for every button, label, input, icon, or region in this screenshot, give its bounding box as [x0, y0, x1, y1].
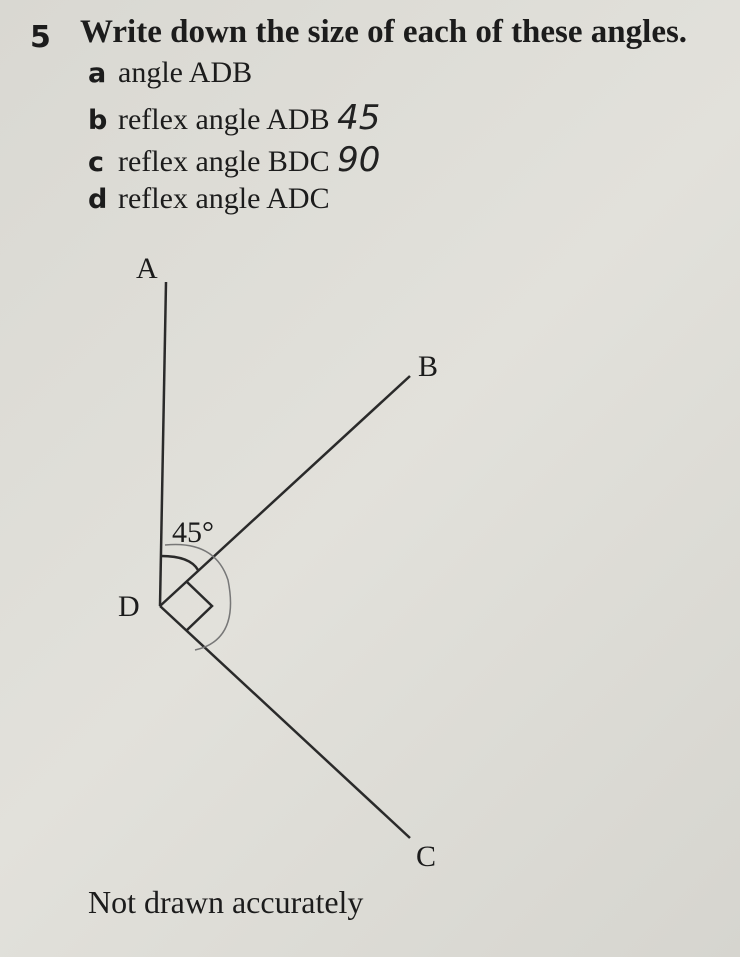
part-a: a angle ADB: [88, 56, 252, 90]
part-text: reflex angle BDC: [118, 145, 330, 178]
label-A: A: [136, 252, 158, 285]
question-text: Write down the size of each of these ang…: [80, 14, 688, 50]
line-DB: [159, 375, 411, 607]
part-d: d reflex angle ADC: [88, 182, 330, 216]
question-number: 5: [30, 20, 51, 55]
part-letter: a: [88, 58, 107, 89]
part-b: b reflex angle ADB 45: [88, 98, 380, 138]
angle-label: 45°: [172, 516, 214, 549]
part-letter: c: [88, 147, 105, 178]
not-drawn-accurately-note: Not drawn accurately: [88, 884, 364, 920]
part-letter: d: [88, 184, 108, 215]
angle-arc-45: [160, 554, 200, 571]
right-angle-mark: [186, 581, 214, 631]
line-DA: [158, 281, 168, 607]
part-text: angle ADB: [118, 56, 253, 89]
part-c: c reflex angle BDC 90: [88, 140, 380, 180]
label-B: B: [418, 350, 439, 383]
label-C: C: [416, 840, 437, 873]
handwritten-answer: 45: [337, 98, 381, 138]
label-D: D: [118, 590, 140, 623]
part-text: reflex angle ADB: [118, 103, 330, 136]
part-text: reflex angle ADC: [118, 182, 330, 215]
line-DC: [159, 605, 411, 839]
handwritten-arc: [164, 543, 232, 651]
part-letter: b: [88, 105, 108, 136]
handwritten-answer: 90: [337, 140, 381, 180]
